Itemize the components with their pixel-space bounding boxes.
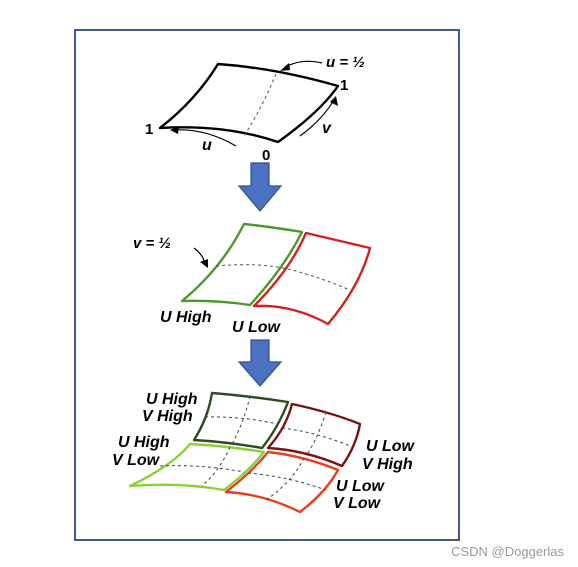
label-tr-line2: V High (362, 456, 413, 473)
label-corner-one-left: 1 (145, 121, 153, 138)
label-tl-line1: U High (146, 391, 198, 408)
quadrant-u-high-v-low (128, 442, 266, 492)
label-origin-zero: 0 (262, 147, 270, 164)
u-high-patch-outline (180, 222, 304, 307)
label-u-param: u (202, 137, 212, 154)
u-half-isoline (243, 73, 277, 137)
quadrant-patches: U High V High U High V Low U Low V High … (112, 391, 416, 514)
quadrant-u-high-v-high (192, 391, 290, 450)
down-arrow-1 (237, 162, 283, 212)
u-split-patches: v = ½ U High U Low (133, 222, 372, 336)
label-v-param: v (322, 120, 332, 137)
quadrant-tl-grid (204, 395, 279, 445)
quadrant-u-low-v-low (224, 450, 340, 514)
quadrant-bl-grid (159, 446, 245, 487)
figure-frame (74, 29, 460, 541)
v-direction-arrowhead (330, 96, 338, 106)
down-arrow-2 (237, 339, 283, 387)
quadrant-u-low-v-high (266, 402, 362, 468)
label-v-half: v = ½ (133, 235, 171, 252)
label-tl-line2: V High (142, 408, 193, 425)
v-half-isoline (215, 264, 351, 291)
full-surface-patch: u = ½ 1 1 0 u v (145, 54, 365, 164)
label-br-line2: V Low (333, 495, 382, 512)
label-tr-line1: U Low (366, 438, 416, 455)
label-bl-line1: U High (118, 434, 170, 451)
label-u-high: U High (160, 309, 212, 326)
watermark: CSDN @Doggerlas (451, 544, 564, 559)
label-u-low: U Low (232, 319, 282, 336)
quadrant-br-grid (247, 457, 327, 501)
down-arrow-1-shape (237, 162, 283, 212)
label-br-line1: U Low (336, 478, 386, 495)
v-half-leader-arrow (193, 247, 205, 263)
v-direction-arrow (299, 99, 335, 137)
u-low-patch-outline (252, 231, 372, 326)
u-direction-arrow (173, 129, 237, 147)
label-corner-one-right: 1 (340, 77, 348, 94)
down-arrow-2-shape (237, 339, 283, 387)
v-half-leader-arrowhead (200, 259, 208, 268)
label-u-half: u = ½ (326, 54, 365, 71)
full-surface-outline (158, 62, 340, 144)
label-bl-line2: V Low (112, 452, 161, 469)
quadrant-tr-grid (281, 411, 351, 457)
u-half-leader-arrowhead (280, 63, 290, 71)
u-half-leader-arrow (283, 60, 323, 69)
u-direction-arrowhead (170, 126, 179, 134)
